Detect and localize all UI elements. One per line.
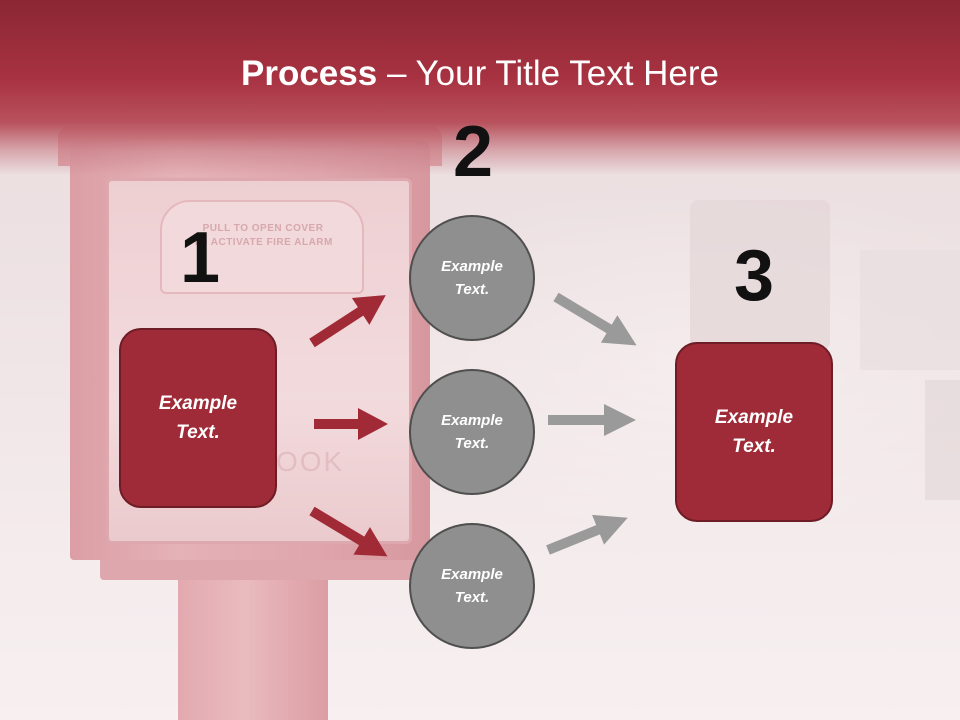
- circle-top-text: Example Text.: [441, 258, 503, 298]
- fire-alarm-label-line1: PULL TO OPEN COVER: [202, 223, 324, 234]
- slide-title: Process – Your Title Text Here: [0, 52, 960, 96]
- fire-alarm-letter: F: [124, 224, 145, 262]
- step-number-1: 1: [179, 218, 221, 298]
- arrow-to-bottom-circle: [309, 506, 388, 557]
- arrow-to-top-circle: [309, 295, 386, 348]
- step-3-box-text: Example Text.: [714, 407, 794, 457]
- arrow-to-middle-circle: [314, 408, 388, 440]
- background-blur-shape: [860, 250, 960, 370]
- arrow-from-bottom-circle: [546, 514, 628, 555]
- fire-alarm-word: OOK: [276, 446, 345, 477]
- fire-alarm-label: [160, 200, 364, 294]
- fire-alarm-label-line2: TO ACTIVATE FIRE ALARM: [193, 237, 333, 248]
- background-blur-shape: [925, 380, 960, 500]
- step-number-3: 3: [733, 236, 775, 316]
- arrow-from-middle-circle: [548, 404, 636, 436]
- step-3-box: Example Text.: [675, 342, 833, 522]
- background-blur-shape: [690, 200, 830, 350]
- step-1-box: Example Text.: [119, 328, 277, 508]
- title-rest: – Your Title Text Here: [377, 54, 719, 93]
- step-number-2: 2: [452, 112, 494, 192]
- title-band: [0, 0, 960, 175]
- title-bold: Process: [241, 54, 378, 93]
- step-1-box-text: Example Text.: [158, 393, 238, 443]
- arrow-from-top-circle: [553, 292, 637, 346]
- circle-bottom-text: Example Text.: [441, 566, 503, 606]
- step-2-circle-middle: Example Text.: [409, 369, 535, 495]
- circle-middle-text: Example Text.: [441, 412, 503, 452]
- step-2-circle-top: Example Text.: [409, 215, 535, 341]
- fire-alarm-label-text: PULL TO OPEN COVER TO ACTIVATE FIRE ALAR…: [178, 222, 348, 250]
- fire-alarm-pole: [178, 560, 328, 720]
- step-2-circle-bottom: Example Text.: [409, 523, 535, 649]
